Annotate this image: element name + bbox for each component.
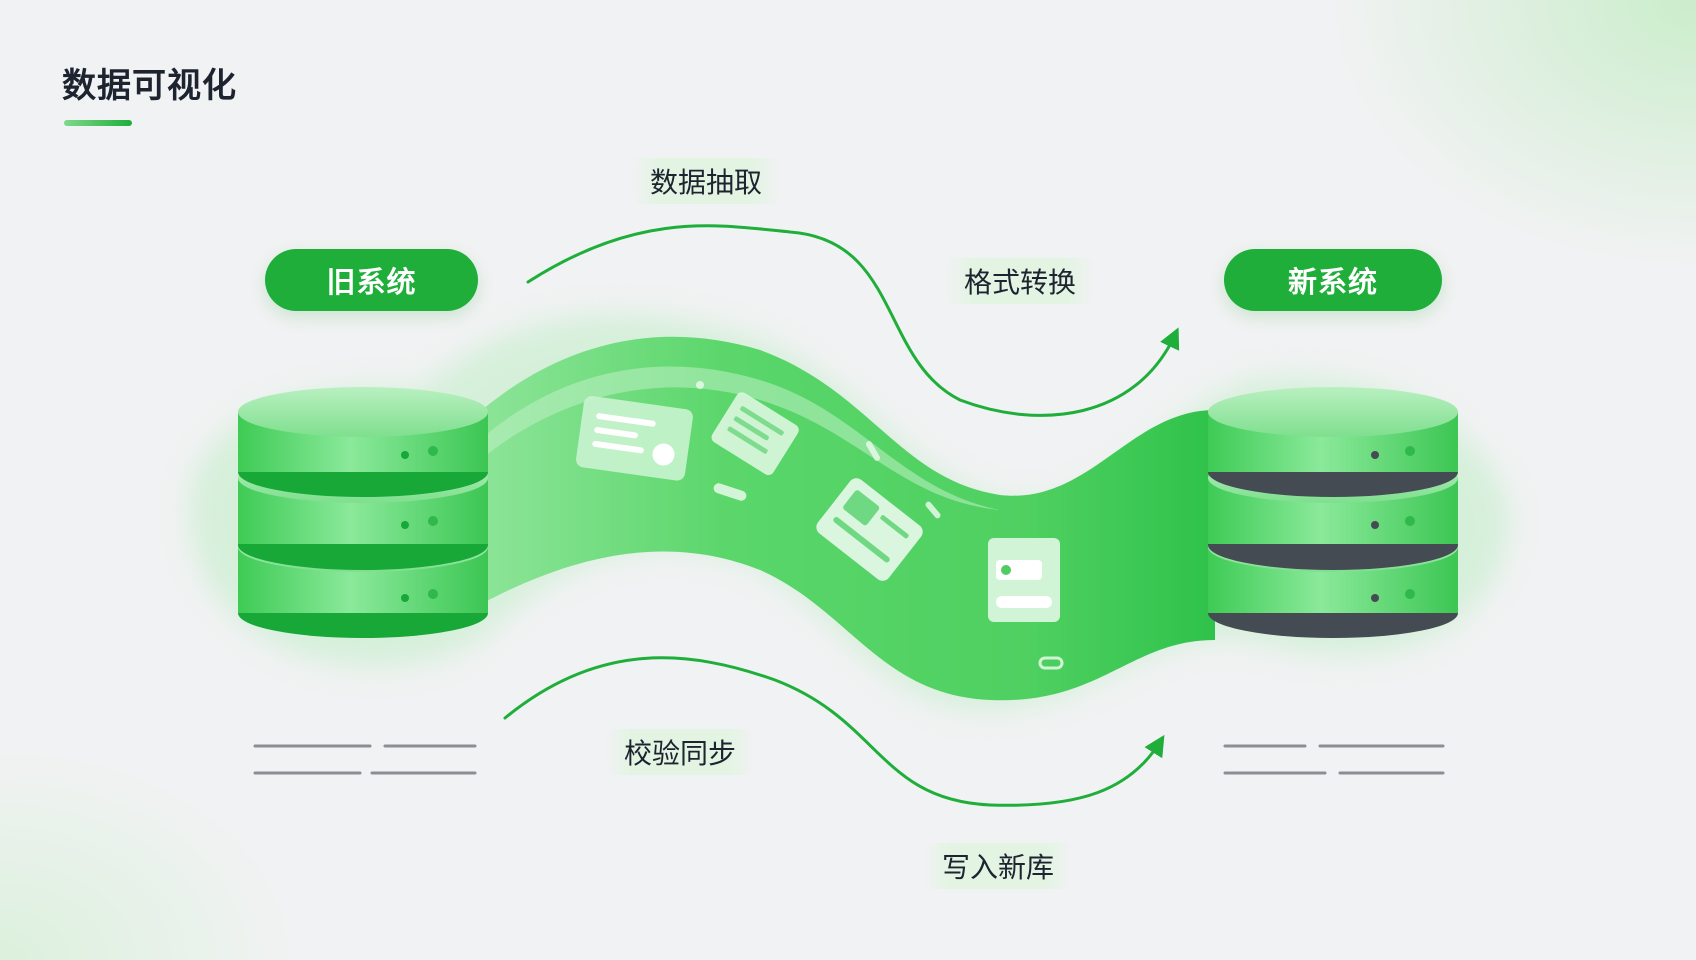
database-icon: [238, 387, 488, 638]
old-system-label: 旧系统: [265, 249, 478, 311]
document-card-icon: [576, 396, 693, 481]
step-transform: 格式转换: [946, 258, 1095, 304]
target-caption-lines: [1223, 744, 1445, 775]
step-validate: 校验同步: [606, 729, 755, 775]
lower-connector: [503, 656, 1165, 807]
step-extract: 数据抽取: [632, 158, 781, 204]
upper-connector: [526, 224, 1180, 417]
toggle-card-icon: [988, 538, 1060, 622]
database-icon: [1208, 387, 1458, 638]
source-caption-lines: [253, 744, 477, 775]
flow-particles: [696, 381, 1064, 670]
new-system-database: [1208, 387, 1458, 638]
id-card-icon: [816, 478, 923, 581]
chart-card-icon: [711, 392, 799, 476]
title-underline: [64, 120, 132, 126]
new-system-label: 新系统: [1224, 249, 1442, 311]
step-write: 写入新库: [924, 843, 1073, 889]
page-title: 数据可视化: [62, 66, 237, 106]
old-system-database: [238, 387, 488, 638]
flow-sheen: [480, 366, 1000, 510]
